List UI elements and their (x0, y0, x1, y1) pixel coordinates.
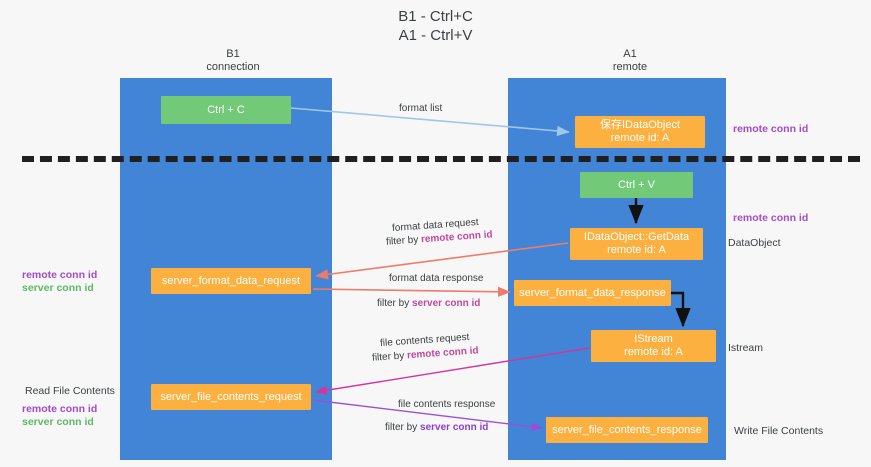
node-ctrl-v[interactable]: Ctrl + V (580, 172, 693, 198)
filter-key-remote-conn-id: remote conn id (420, 229, 493, 246)
filter-key-remote-conn-id: remote conn id (406, 345, 479, 362)
annotation-format-remote-conn-id: remote conn id (22, 269, 98, 281)
node-data-object[interactable]: 保存IDataObject remote id: A (575, 116, 705, 148)
annotation-file-server-conn-id: server conn id (22, 416, 94, 428)
node-ctrl-c[interactable]: Ctrl + C (161, 96, 291, 124)
node-idataobject-getdata[interactable]: IDataObject::GetData remote id: A (570, 228, 703, 260)
filter-prefix: filter by (371, 350, 408, 364)
annotation-write-file-contents: Write File Contents (734, 425, 824, 437)
annotation-istream: Istream (728, 342, 764, 354)
filter-prefix: filter by (377, 298, 413, 309)
node-server-format-data-request[interactable]: server_format_data_request (151, 268, 311, 294)
column-header-a1: A1 remote (612, 48, 648, 73)
annotation-remote-conn-id-mid: remote conn id (733, 212, 809, 224)
filter-prefix: filter by (385, 234, 422, 248)
page-title: B1 - Ctrl+C A1 - Ctrl+V (398, 8, 473, 44)
node-istream[interactable]: IStream remote id: A (591, 330, 716, 362)
column-header-b1: B1 connection (206, 48, 260, 73)
edge-label-file-contents-response: file contents response (398, 399, 496, 410)
edge-label-format-data-response: format data response (389, 273, 484, 284)
annotation-format-server-conn-id: server conn id (22, 282, 94, 294)
annotation-file-remote-conn-id: remote conn id (22, 403, 98, 415)
boundary-divider (22, 156, 860, 162)
filter-key-server-conn-id: server conn id (420, 422, 489, 433)
annotation-dataobject: DataObject (728, 237, 781, 249)
filter-key-server-conn-id: server conn id (412, 298, 481, 309)
filter-prefix: filter by (385, 422, 421, 433)
node-server-file-contents-response[interactable]: server_file_contents_response (546, 417, 708, 443)
edge-label-format-data-response-filter: filter by server conn id (377, 297, 480, 310)
edge-label-file-contents-response-filter: filter by server conn id (385, 421, 488, 434)
annotation-remote-conn-id-top: remote conn id (733, 123, 809, 135)
node-server-format-data-response[interactable]: server_format_data_response (514, 280, 671, 306)
node-server-file-contents-request[interactable]: server_file_contents_request (151, 384, 311, 410)
annotation-read-file-contents: Read File Contents (25, 385, 115, 397)
edge-label-format-list: format list (399, 103, 443, 114)
